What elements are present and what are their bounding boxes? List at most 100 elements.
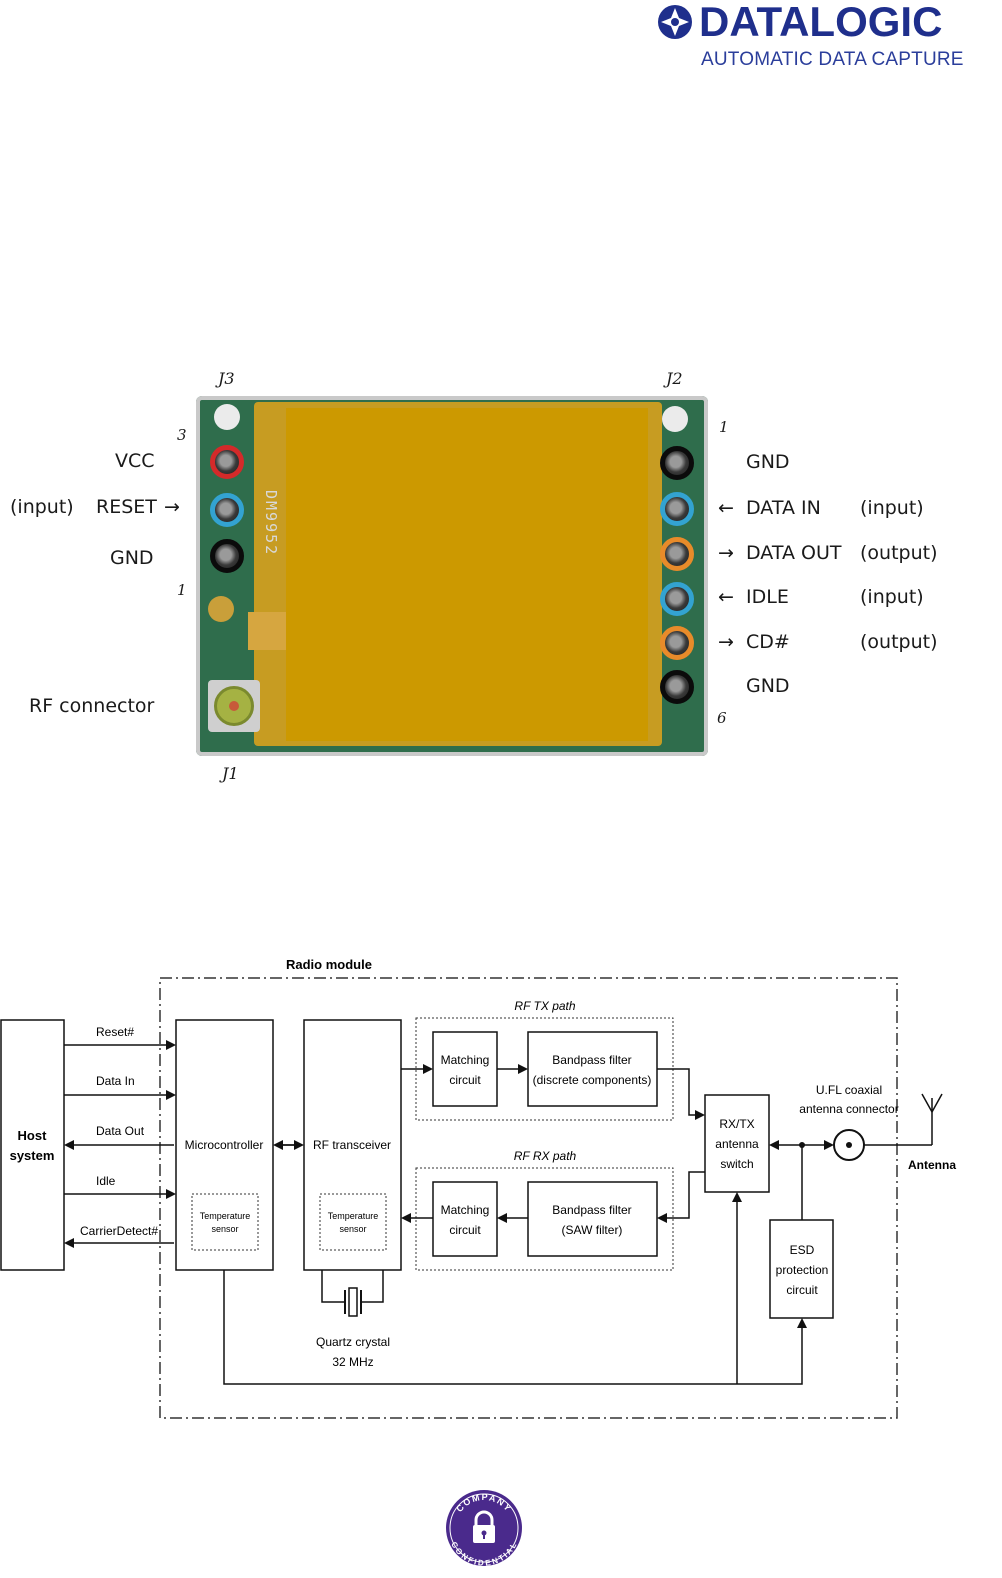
microcontroller-label: Microcontroller bbox=[185, 1138, 264, 1152]
crystal-wire-left bbox=[321, 1270, 344, 1303]
j3-label: J3 bbox=[218, 369, 235, 388]
rf-connector-core bbox=[229, 701, 239, 711]
pin-label-data-in: DATA IN bbox=[746, 497, 821, 519]
pin-arrow-cd: → bbox=[718, 631, 734, 653]
host-label-1: Host bbox=[18, 1128, 48, 1143]
host-system-box bbox=[0, 1019, 65, 1271]
rf-connector-label: RF connector bbox=[29, 695, 155, 717]
signal-carrier-detect: CarrierDetect# bbox=[80, 1224, 158, 1238]
rxtx-switch-2: antenna bbox=[715, 1137, 759, 1151]
crystal-label-1: Quartz crystal bbox=[316, 1335, 390, 1349]
pin-arrow-reset: → bbox=[164, 496, 180, 518]
esd-label-2: protection bbox=[776, 1263, 829, 1277]
pin-label-reset: RESET bbox=[96, 496, 157, 518]
radio-module-outline bbox=[159, 977, 898, 1419]
signal-data-in: Data In bbox=[96, 1074, 135, 1088]
signal-idle: Idle bbox=[96, 1174, 116, 1188]
silkscreen-text: DM9952 bbox=[262, 490, 280, 557]
pin-label-data-out: DATA OUT bbox=[746, 542, 842, 564]
antenna-label: Antenna bbox=[908, 1158, 956, 1172]
rf-temp-sensor-box bbox=[319, 1193, 387, 1251]
mounting-hole bbox=[662, 406, 688, 432]
mcu-temp-sensor-1: Temperature bbox=[200, 1211, 251, 1221]
rx-bandpass-1: Bandpass filter bbox=[552, 1203, 631, 1217]
mcu-temp-sensor-box bbox=[191, 1193, 259, 1251]
j2-pin-gnd-6 bbox=[660, 670, 694, 704]
signal-data-out: Data Out bbox=[96, 1124, 145, 1138]
tx-bandpass-box bbox=[527, 1031, 658, 1107]
pin-arrow-data-in: ← bbox=[718, 497, 734, 519]
j1-label: J1 bbox=[222, 764, 239, 783]
pin-label-idle: IDLE bbox=[746, 586, 789, 608]
pin-kind-idle: (input) bbox=[860, 586, 924, 608]
pin-kind-cd: (output) bbox=[860, 631, 938, 653]
pin-label-gnd: GND bbox=[110, 547, 154, 569]
rx-matching-2: circuit bbox=[449, 1223, 481, 1237]
j2-pin-data-out bbox=[660, 537, 694, 571]
pin-kind-data-in: (input) bbox=[860, 497, 924, 519]
j3-pin-gnd bbox=[210, 539, 244, 573]
switch-to-rx-bandpass-arrow bbox=[657, 1171, 705, 1223]
tx-matching-box bbox=[432, 1031, 498, 1107]
pin-arrow-idle: ← bbox=[718, 586, 734, 608]
j2-pin-number-top: 1 bbox=[719, 418, 729, 436]
radio-module-title: Radio module bbox=[286, 957, 372, 972]
ufl-label-1: U.FL coaxial bbox=[816, 1083, 882, 1097]
j3-pin-reset bbox=[210, 493, 244, 527]
tx-bandpass-1: Bandpass filter bbox=[552, 1053, 631, 1067]
pin-kind-data-out: (output) bbox=[860, 542, 938, 564]
pcb-pad bbox=[248, 612, 286, 650]
rx-bandpass-box bbox=[527, 1181, 658, 1257]
rf-temp-sensor-2: sensor bbox=[339, 1224, 366, 1234]
datalogic-logo-icon bbox=[658, 5, 692, 39]
pin-label-gnd-1: GND bbox=[746, 451, 790, 473]
rf-temp-sensor-1: Temperature bbox=[328, 1211, 379, 1221]
ufl-label-2: antenna connector bbox=[799, 1102, 898, 1116]
junction-dot bbox=[799, 1142, 805, 1148]
block-diagram-svg: Radio module Host system Microcontroller… bbox=[0, 957, 956, 1419]
pin-label-gnd-6: GND bbox=[746, 675, 790, 697]
mounting-hole bbox=[214, 404, 240, 430]
pin-kind-reset: (input) bbox=[10, 496, 74, 518]
mcu-temp-sensor-2: sensor bbox=[211, 1224, 238, 1234]
company-confidential-stamp: COMPANY CONFIDENTIAL bbox=[444, 1488, 524, 1568]
esd-protection-box bbox=[769, 1219, 834, 1319]
block-diagram: Radio module Host system Microcontroller… bbox=[0, 950, 1002, 1430]
rx-matching-box bbox=[432, 1181, 498, 1257]
crystal-label-2: 32 MHz bbox=[332, 1355, 373, 1369]
ufl-connector-center bbox=[846, 1142, 852, 1148]
tx-bandpass-to-switch-arrow bbox=[657, 1068, 705, 1120]
j2-pin-gnd-1 bbox=[660, 446, 694, 480]
tx-matching-1: Matching bbox=[441, 1053, 490, 1067]
padlock-icon bbox=[473, 1510, 495, 1543]
esd-label-3: circuit bbox=[786, 1283, 818, 1297]
brand-name: DATALOGIC bbox=[699, 0, 943, 45]
j3-pin-number-bottom: 1 bbox=[177, 581, 187, 599]
stamp-svg: COMPANY CONFIDENTIAL bbox=[446, 1490, 522, 1568]
pin-label-cd: CD# bbox=[746, 631, 790, 653]
brand-header: DATALOGIC AUTOMATIC DATA CAPTURE bbox=[655, 0, 1000, 74]
j2-label: J2 bbox=[666, 369, 683, 388]
esd-label-1: ESD bbox=[790, 1243, 815, 1257]
mcu-to-esd-control bbox=[223, 1270, 807, 1385]
rxtx-switch-3: switch bbox=[720, 1157, 753, 1171]
rx-path-label: RF RX path bbox=[514, 1149, 577, 1163]
brand-tagline: AUTOMATIC DATA CAPTURE bbox=[701, 49, 964, 70]
j2-pin-data-in bbox=[660, 492, 694, 526]
host-label-2: system bbox=[10, 1148, 55, 1163]
j2-pin-idle bbox=[660, 582, 694, 616]
rf-transceiver-label: RF transceiver bbox=[313, 1138, 391, 1152]
crystal-body bbox=[348, 1287, 358, 1317]
pin-label-vcc: VCC bbox=[115, 450, 155, 472]
j3-pin-vcc bbox=[210, 445, 244, 479]
crystal-wire-right bbox=[361, 1270, 384, 1303]
rf-shield-can bbox=[286, 408, 648, 741]
rxtx-switch-box bbox=[704, 1094, 770, 1193]
j2-pin-cd bbox=[660, 626, 694, 660]
rx-matching-1: Matching bbox=[441, 1203, 490, 1217]
antenna-icon bbox=[921, 1093, 943, 1114]
rx-bandpass-2: (SAW filter) bbox=[562, 1223, 623, 1237]
tx-path-label: RF TX path bbox=[514, 999, 575, 1013]
rx-path-outline bbox=[415, 1167, 674, 1271]
rxtx-switch-1: RX/TX bbox=[719, 1117, 754, 1131]
